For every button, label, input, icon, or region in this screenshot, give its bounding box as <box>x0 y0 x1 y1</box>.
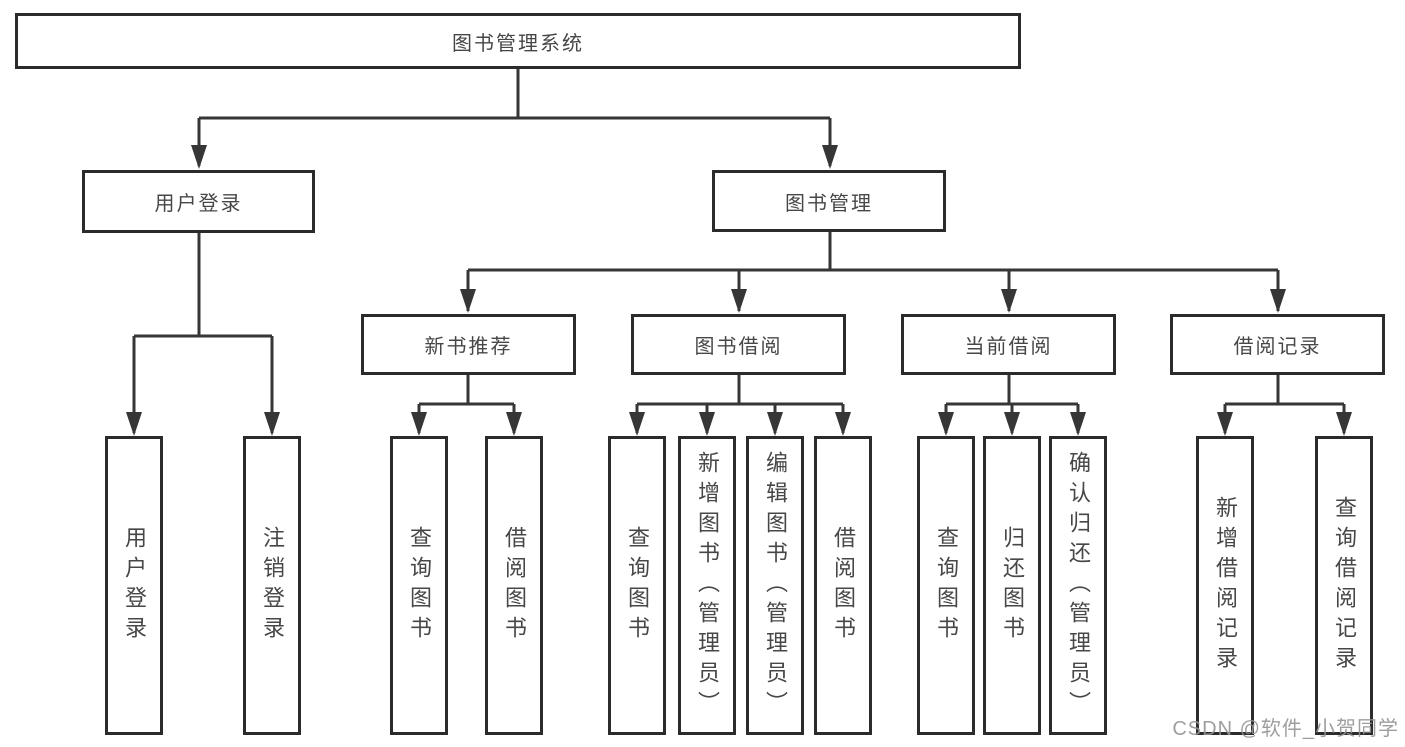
arrowhead-down-icon <box>1217 412 1233 436</box>
node-label-current-borrowing: 当前借阅 <box>964 336 1053 358</box>
node-user-login: 用户登录 <box>82 170 315 233</box>
node-label-book-management: 图书管理 <box>785 192 873 215</box>
arrowhead-down-icon <box>506 412 522 436</box>
node-label-query-books-current: 查询图书 <box>934 525 959 646</box>
node-edit-books-admin: 编辑图书（管理员） <box>746 436 804 735</box>
node-label-logout: 注销登录 <box>260 525 285 646</box>
node-user-login-leaf: 用户登录 <box>105 436 163 735</box>
node-add-books-admin: 新增图书（管理员） <box>678 436 736 735</box>
node-label-query-books-recommend: 查询图书 <box>407 525 432 646</box>
arrowhead-down-icon <box>460 289 476 313</box>
node-add-borrow-record: 新增借阅记录 <box>1196 436 1254 735</box>
arrowhead-down-icon <box>699 412 715 436</box>
arrowhead-down-icon <box>629 412 645 436</box>
arrowhead-down-icon <box>1004 412 1020 436</box>
arrowhead-down-icon <box>411 412 427 436</box>
arrowhead-down-icon <box>264 412 280 436</box>
node-query-books-recommend: 查询图书 <box>390 436 448 735</box>
node-label-user-login-leaf: 用户登录 <box>122 525 147 646</box>
node-label-user-login: 用户登录 <box>154 193 243 215</box>
node-return-books: 归还图书 <box>983 436 1041 735</box>
node-root: 图书管理系统 <box>15 13 1021 69</box>
node-label-add-books-admin: 新增图书（管理员） <box>695 450 720 721</box>
node-label-borrow-books-borrow: 借阅图书 <box>831 525 856 646</box>
node-label-root: 图书管理系统 <box>452 32 584 55</box>
arrowhead-down-icon <box>767 412 783 436</box>
node-query-borrow-record: 查询借阅记录 <box>1315 436 1373 735</box>
node-confirm-return-admin: 确认归还（管理员） <box>1049 436 1107 735</box>
node-book-borrowing: 图书借阅 <box>631 314 846 375</box>
node-query-books-current: 查询图书 <box>917 436 975 735</box>
node-book-management: 图书管理 <box>712 170 946 232</box>
node-label-confirm-return-admin: 确认归还（管理员） <box>1066 450 1091 721</box>
arrowhead-down-icon <box>1070 412 1086 436</box>
arrowhead-down-icon <box>1270 289 1286 313</box>
node-borrow-books-recommend: 借阅图书 <box>485 436 543 735</box>
node-label-return-books: 归还图书 <box>1000 525 1025 646</box>
arrowhead-down-icon <box>1336 412 1352 436</box>
node-label-query-borrow-record: 查询借阅记录 <box>1332 495 1357 676</box>
arrowhead-down-icon <box>1001 289 1017 313</box>
arrowhead-down-icon <box>822 145 838 169</box>
node-new-book-recommend: 新书推荐 <box>361 314 576 375</box>
node-label-borrow-books-recommend: 借阅图书 <box>502 525 527 646</box>
node-borrowing-records: 借阅记录 <box>1170 314 1385 375</box>
node-current-borrowing: 当前借阅 <box>901 314 1116 375</box>
node-label-new-book-recommend: 新书推荐 <box>424 336 513 358</box>
arrowhead-down-icon <box>835 412 851 436</box>
arrowhead-down-icon <box>731 289 747 313</box>
node-label-add-borrow-record: 新增借阅记录 <box>1213 495 1238 676</box>
node-label-query-books-borrow: 查询图书 <box>625 525 650 646</box>
node-query-books-borrow: 查询图书 <box>608 436 666 735</box>
node-borrow-books-borrow: 借阅图书 <box>814 436 872 735</box>
arrowhead-down-icon <box>938 412 954 436</box>
node-label-book-borrowing: 图书借阅 <box>694 336 783 358</box>
node-label-borrowing-records: 借阅记录 <box>1233 336 1322 358</box>
node-logout: 注销登录 <box>243 436 301 735</box>
arrowhead-down-icon <box>191 145 207 169</box>
watermark: CSDN @软件_小贺同学 <box>1172 718 1399 740</box>
node-label-edit-books-admin: 编辑图书（管理员） <box>763 450 788 721</box>
arrowhead-down-icon <box>126 412 142 436</box>
